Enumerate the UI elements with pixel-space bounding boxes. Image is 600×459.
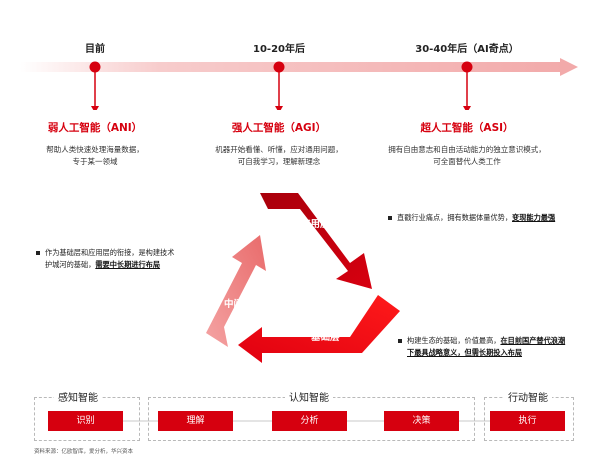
timeline-marker-2 xyxy=(273,61,285,110)
middle-layer-arrow xyxy=(206,235,266,347)
stage-time-1: 目前 xyxy=(85,44,105,55)
stage-time-2: 10-20年后 xyxy=(253,44,305,55)
foundation-layer-label: 基础层 xyxy=(311,332,340,343)
source-note: 资料来源：亿欧智库，爱分析，华兴资本 xyxy=(34,449,134,455)
foundation-note: 构建生态的基础，价值最高，在目前国产替代浪潮 下最具战略意义，但需长期投入布局 xyxy=(398,335,598,359)
timeline-graphic xyxy=(20,58,578,110)
application-layer-label: 应用层 xyxy=(301,219,330,230)
middle-note: 作为基础层和应用层的衔接，是构建技术 护城河的基础，需要中长期进行布局 xyxy=(36,247,226,271)
step-understand: 理解 xyxy=(158,411,233,431)
timeline-marker-1 xyxy=(89,61,101,110)
step-execute: 执行 xyxy=(490,411,565,431)
group-title-action: 行动智能 xyxy=(504,389,552,404)
layer-cycle xyxy=(206,193,400,363)
stage-time-3: 30-40年后（AI奇点） xyxy=(415,44,519,55)
group-title-cognition: 认知智能 xyxy=(285,389,333,404)
stage-title-1: 弱人工智能（ANI） xyxy=(47,122,143,134)
application-layer-arrow xyxy=(260,193,372,289)
stage-desc-1: 帮助人类快速处理海量数据， 专于某一领域 xyxy=(46,145,144,166)
foundation-layer-arrow xyxy=(238,295,400,363)
step-recognize: 识别 xyxy=(48,411,123,431)
bullet-icon xyxy=(388,216,392,220)
step-analyze: 分析 xyxy=(272,411,347,431)
stage-desc-2: 机器开始看懂、听懂，应对通用问题， 可自我学习，理解新理念 xyxy=(215,145,343,166)
middle-layer-label: 中间层 xyxy=(224,299,253,310)
group-title-perception: 感知智能 xyxy=(54,389,102,404)
stage-title-3: 超人工智能（ASI） xyxy=(420,122,514,134)
bullet-icon xyxy=(36,251,40,255)
stage-title-2: 强人工智能（AGI） xyxy=(231,122,327,134)
application-note: 直戳行业痛点，拥有数据体量优势，变现能力最强 xyxy=(388,212,593,224)
timeline-marker-3 xyxy=(461,61,473,110)
step-decide: 决策 xyxy=(384,411,459,431)
bullet-icon xyxy=(398,339,402,343)
timeline-arrow xyxy=(20,58,578,76)
stage-desc-3: 拥有自由意志和自由活动能力的独立意识模式， 可全面替代人类工作 xyxy=(388,145,546,166)
